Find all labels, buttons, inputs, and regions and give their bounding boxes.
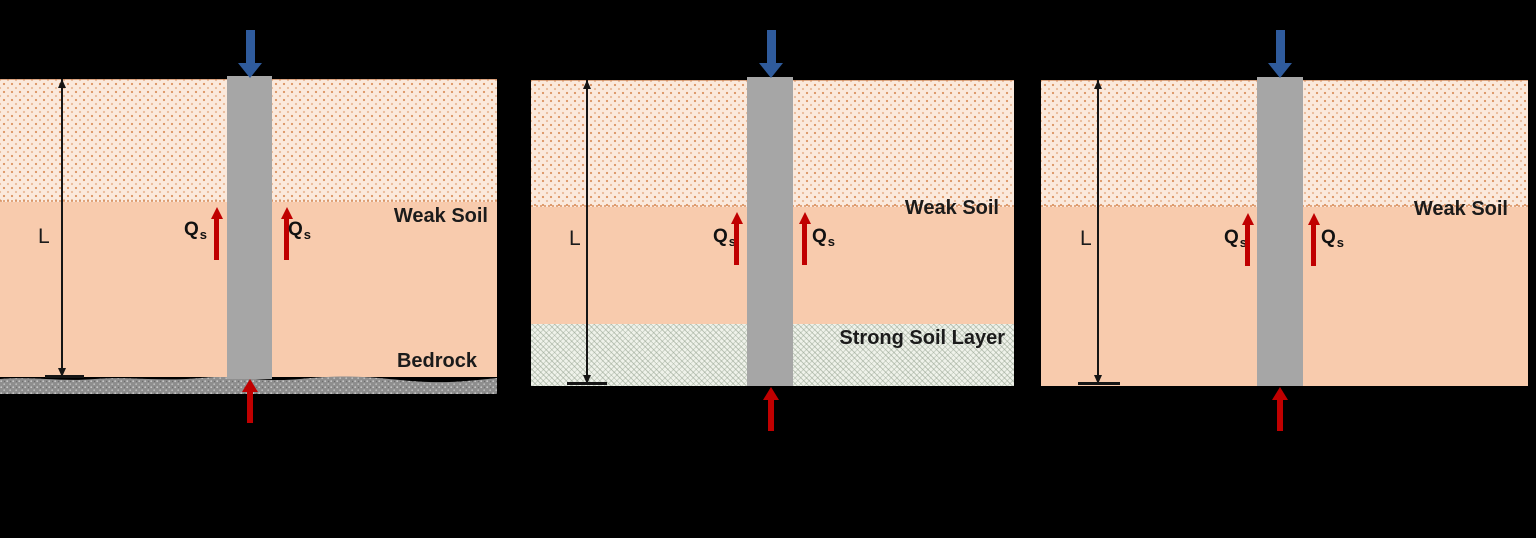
skin-friction-label-left: Qs bbox=[184, 219, 208, 242]
applied-load-arrow bbox=[1268, 30, 1292, 78]
pile-length-label: L bbox=[1080, 227, 1092, 250]
arrow-head bbox=[238, 63, 262, 78]
arrow-shaft bbox=[1276, 400, 1283, 431]
arrow-shaft bbox=[766, 30, 776, 63]
arrow-shaft bbox=[1311, 225, 1316, 266]
end-bearing-arrow bbox=[241, 379, 258, 423]
arrow-shaft bbox=[1275, 30, 1285, 63]
arrow-shaft bbox=[767, 400, 774, 431]
skin-friction-label-right: Qs bbox=[812, 226, 836, 249]
dimension-arrowhead-bottom bbox=[58, 368, 66, 377]
pile bbox=[1257, 77, 1303, 386]
dimension-arrowhead-top bbox=[1094, 80, 1102, 89]
skin-friction-arrow-left bbox=[730, 212, 743, 265]
panel-pile-to-strong-soil: L Qs Qs Weak Soil Strong Soil Layer bbox=[531, 0, 1014, 538]
q-symbol: Q bbox=[1224, 227, 1239, 248]
arrow-shaft bbox=[245, 30, 255, 63]
arrow-head bbox=[1307, 213, 1320, 225]
pile-length-dimension-line bbox=[58, 79, 66, 377]
weak-soil-label: Weak Soil bbox=[1413, 198, 1508, 220]
q-symbol: Q bbox=[713, 226, 728, 247]
dimension-arrowhead-top bbox=[583, 80, 591, 89]
arrow-shaft bbox=[1245, 225, 1250, 266]
panel-pile-to-bedrock: L Qs Qs Weak Soil Bedrock bbox=[0, 0, 497, 538]
pile bbox=[747, 77, 793, 386]
applied-load-arrow bbox=[759, 30, 783, 78]
q-subscript: s bbox=[1336, 235, 1345, 250]
arrow-head bbox=[1241, 213, 1254, 225]
dimension-arrowhead-bottom bbox=[583, 375, 591, 384]
skin-friction-arrow-left bbox=[1241, 213, 1254, 266]
arrow-shaft bbox=[246, 392, 253, 423]
skin-friction-arrow-right bbox=[1307, 213, 1320, 266]
pile-length-label: L bbox=[569, 227, 581, 250]
arrow-head bbox=[1271, 387, 1288, 400]
q-subscript: s bbox=[827, 234, 836, 249]
arrow-head bbox=[759, 63, 783, 78]
arrow-shaft bbox=[734, 224, 739, 265]
end-bearing-arrow bbox=[762, 387, 779, 431]
skin-friction-label-right: Qs bbox=[288, 219, 312, 242]
pile bbox=[227, 76, 272, 379]
weak-soil-label: Weak Soil bbox=[904, 197, 999, 219]
arrow-head bbox=[210, 207, 223, 219]
dimension-end-tick bbox=[45, 375, 84, 378]
q-subscript: s bbox=[1239, 235, 1248, 250]
arrow-head bbox=[1268, 63, 1292, 78]
strong-soil-layer-label: Strong Soil Layer bbox=[839, 327, 1005, 349]
pile-length-dimension-line bbox=[1094, 80, 1102, 384]
skin-friction-label-left: Qs bbox=[1224, 227, 1248, 250]
panel-friction-pile: L Qs Qs Weak Soil bbox=[1041, 0, 1528, 538]
q-symbol: Q bbox=[288, 219, 303, 240]
q-symbol: Q bbox=[1321, 227, 1336, 248]
skin-friction-arrow-right bbox=[280, 207, 293, 260]
pile-length-label: L bbox=[38, 225, 50, 248]
arrow-shaft bbox=[802, 224, 807, 265]
dimension-arrowhead-top bbox=[58, 79, 66, 88]
end-bearing-arrow bbox=[1271, 387, 1288, 431]
weak-soil-label: Weak Soil bbox=[393, 205, 488, 227]
applied-load-arrow bbox=[238, 30, 262, 78]
dimension-end-tick bbox=[567, 382, 607, 385]
skin-friction-arrow-right bbox=[798, 212, 811, 265]
arrow-shaft bbox=[284, 219, 289, 260]
dimension-arrowhead-bottom bbox=[1094, 375, 1102, 384]
arrow-head bbox=[798, 212, 811, 224]
q-subscript: s bbox=[303, 227, 312, 242]
dimension-end-tick bbox=[1078, 382, 1120, 385]
q-symbol: Q bbox=[184, 219, 199, 240]
arrow-head bbox=[241, 379, 258, 392]
q-subscript: s bbox=[199, 227, 208, 242]
skin-friction-arrow-left bbox=[210, 207, 223, 260]
skin-friction-label-right: Qs bbox=[1321, 227, 1345, 250]
q-subscript: s bbox=[728, 234, 737, 249]
bedrock-label: Bedrock bbox=[396, 350, 477, 372]
q-symbol: Q bbox=[812, 226, 827, 247]
arrow-head bbox=[730, 212, 743, 224]
skin-friction-label-left: Qs bbox=[713, 226, 737, 249]
arrow-head bbox=[762, 387, 779, 400]
pile-length-dimension-line bbox=[583, 80, 591, 384]
arrow-shaft bbox=[214, 219, 219, 260]
arrow-head bbox=[280, 207, 293, 219]
